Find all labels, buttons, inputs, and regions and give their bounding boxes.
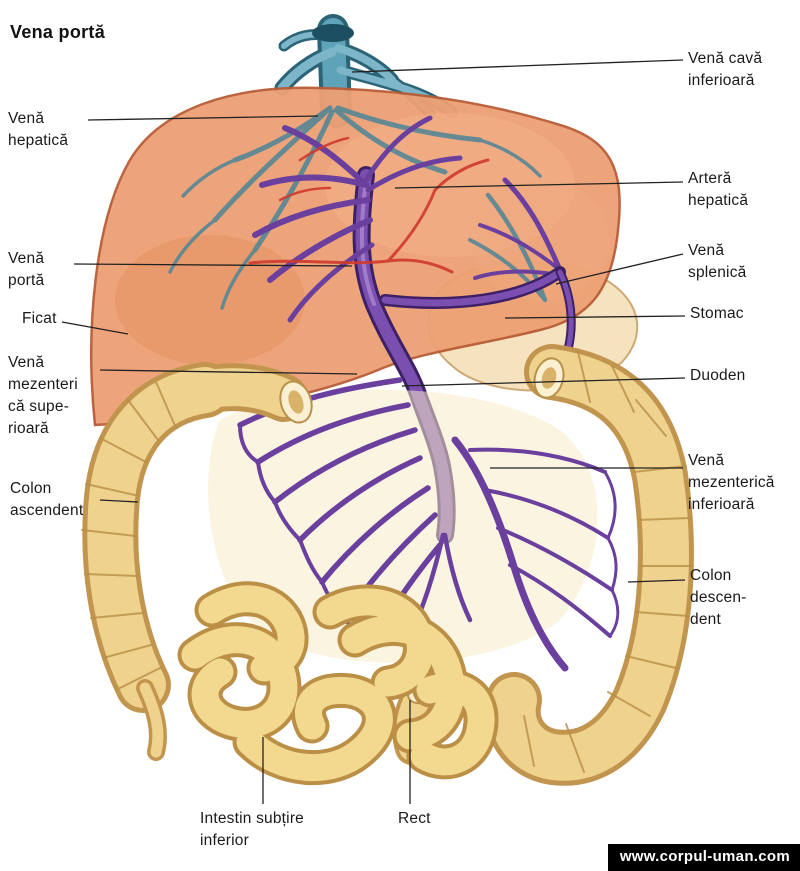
leader-vena-splenica [555,253,684,285]
leader-colon-descendent [627,579,686,583]
label-vena-cava-inferioara: Venă cavă inferioară [688,50,763,89]
leader-stomac [504,315,686,319]
small-intestine-illustration [177,581,499,786]
leader-duoden [401,377,686,387]
label-stomac: Stomac [690,305,744,322]
watermark: www.corpul-uman.com [607,844,800,871]
label-vena-splenica: Venă splenică [688,242,747,281]
leader-vena-porta [73,263,353,267]
label-duoden: Duoden [690,367,746,384]
leader-colon-ascendent [99,499,139,503]
mesentery-illustration [208,389,598,663]
label-colon-ascendent: Colon ascendent [10,480,84,519]
label-ficat: Ficat [22,310,57,327]
colon-illustration [81,344,694,786]
label-vena-hepatica: Venă hepatică [8,110,69,149]
leader-vena-hepatica [87,115,319,121]
hepatic-artery-illustration [248,136,490,274]
leader-vena-mezenterica-superioara [99,369,358,375]
label-vena-porta: Venă portă [8,250,45,289]
leader-lines [61,59,686,804]
leader-vena-cava-inferioara [351,59,684,73]
label-vena-mezenterica-superioara: Venă mezenteri că supe- rioară [8,354,78,437]
label-intestin-subtire-inferior: Intestin subțire inferior [200,810,305,849]
leader-artera-hepatica [394,181,684,189]
label-colon-descendent: Colon descen- dent [690,567,747,628]
page-title: Vena portă [10,22,106,42]
label-rect: Rect [398,810,431,827]
leader-ficat [61,321,129,335]
label-vena-mezenterica-inferioara: Venă mezenterică inferioară [688,452,775,513]
label-artera-hepatica: Arteră hepatică [688,170,749,209]
